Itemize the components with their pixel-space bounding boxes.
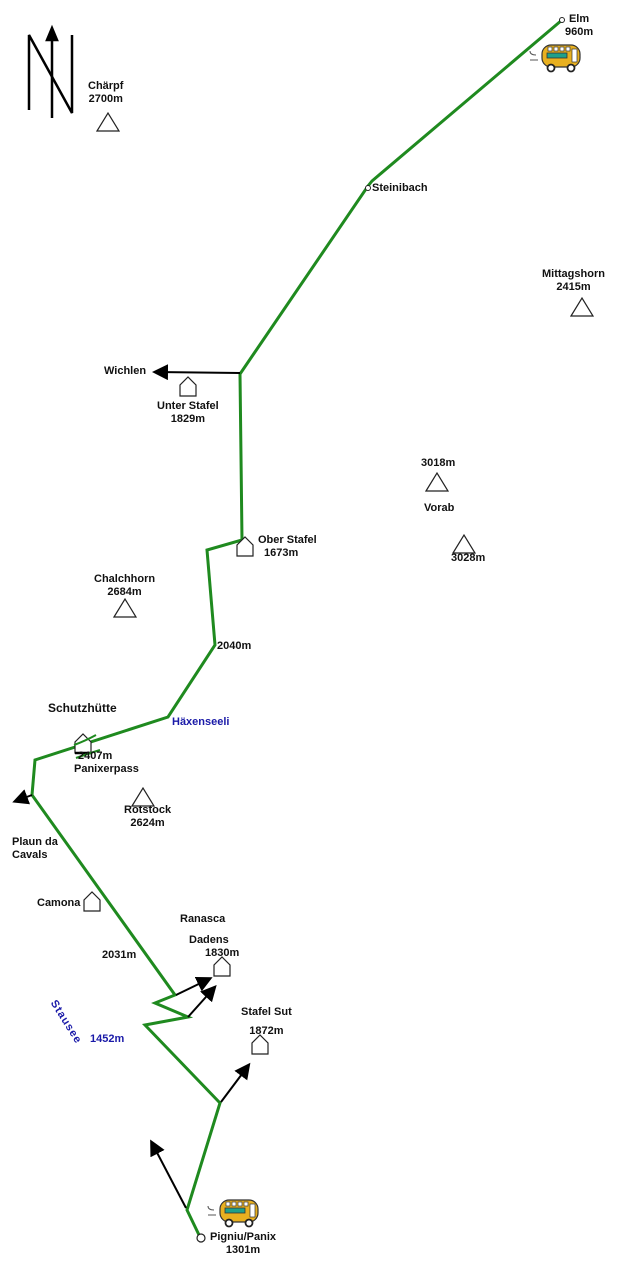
- place-camona: Camona: [37, 897, 81, 909]
- side-path-arrows: [12, 364, 251, 1209]
- peak-icon-charpf: [96, 112, 120, 132]
- pigniu-point-icon: [196, 1233, 206, 1243]
- pass-icon: [73, 734, 101, 759]
- bus-icon-elm: [529, 44, 581, 73]
- elm-point-icon: [559, 17, 565, 23]
- arrow-to-wichlen: [152, 364, 241, 381]
- peak-icon-chalchhorn: [113, 598, 137, 618]
- place-ranasca: Ranasca: [180, 913, 226, 925]
- pass-elevation: 2407m: [78, 750, 113, 762]
- place-steinibach: Steinibach: [372, 182, 428, 194]
- place-wichlen: Wichlen: [104, 365, 147, 377]
- arrow-to-dadens-2: [187, 985, 217, 1018]
- house-icon-unter-stafel: [179, 376, 197, 397]
- waypoint-2040: 2040m: [217, 640, 252, 652]
- place-schutzhutte: Schutzhütte: [48, 701, 117, 715]
- peak-vorab-3028: 3028m: [451, 552, 486, 564]
- waypoint-2031: 2031m: [102, 949, 137, 961]
- bus-icon-pigniu: [207, 1199, 259, 1228]
- place-panixerpass: Panixerpass: [74, 763, 139, 775]
- lake-haxenseeli: Häxenseeli: [172, 716, 230, 728]
- place-vorab: Vorab: [424, 502, 455, 514]
- peak-vorab-3018: 3018m: [421, 457, 456, 469]
- arrow-northwest: [150, 1139, 187, 1209]
- north-arrow-icon: [27, 24, 74, 118]
- peak-icon-vorab-3028: [452, 534, 476, 554]
- arrow-to-dadens-1: [175, 977, 213, 996]
- peak-icon-mittagshorn: [570, 297, 594, 317]
- peak-icon-vorab-3018: [425, 472, 449, 492]
- steinibach-point-icon: [365, 185, 371, 191]
- hiking-route: [30, 18, 563, 1238]
- house-icon-camona: [83, 891, 101, 912]
- lake-stausee-elevation: 1452m: [90, 1033, 125, 1045]
- arrow-to-stafel-sut: [220, 1062, 251, 1103]
- arrow-west: [12, 789, 33, 805]
